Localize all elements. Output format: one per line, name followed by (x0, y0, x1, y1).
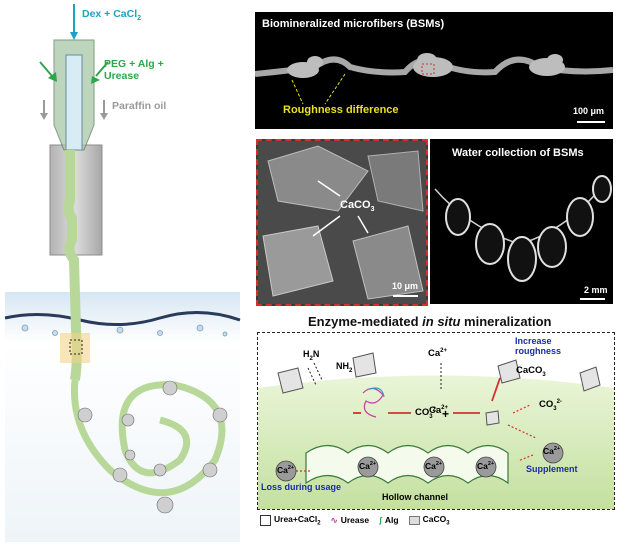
inner-capillary (65, 54, 83, 151)
ca-bead-3: Ca2+ (477, 461, 495, 471)
water-bubbles (21, 324, 228, 337)
zoom-box (69, 339, 83, 355)
inlet-middle-label: PEG + Alg +Urease (104, 58, 164, 82)
ca-top-label: Ca2+ (428, 348, 447, 360)
schematic-drawing (258, 352, 614, 509)
ca-mid-label: Ca2+ (429, 405, 448, 417)
scale-bar-2mm: 2 mm (584, 285, 608, 295)
alg-icon: ʃ (379, 515, 382, 525)
urea-swatch-icon (260, 514, 271, 526)
caco3-swatch-icon (408, 515, 420, 525)
inlet-arrows (39, 4, 109, 120)
legend-urease-label: Urease (340, 515, 370, 525)
panel-bsm-microfiber: Biomineralized microfibers (BSMs) Roughn… (255, 12, 613, 129)
sem-image (258, 141, 426, 304)
panel-water-collection: Water collection of BSMs 2 mm (430, 139, 613, 304)
co3-right-label: CO32- (539, 399, 562, 413)
hollow-channel-label: Hollow channel (382, 492, 449, 502)
microfiber-image (255, 53, 613, 123)
legend-caco3-label: CaCO3 (422, 513, 450, 527)
device-illustration (4, 4, 241, 542)
caco3-label: CaCO3 (516, 365, 546, 378)
urea-formula: H2N (303, 349, 320, 362)
legend-alg-label: Alg (384, 515, 399, 525)
highlight-zone (60, 333, 90, 363)
scale-bar-10um: 10 μm (392, 281, 419, 291)
legend-urea: Urea+CaCl2 (260, 513, 321, 527)
scale-bar-100um: 100 μm (573, 106, 605, 116)
legend: Urea+CaCl2 ∿ Urease ʃ Alg CaCO3 (260, 512, 450, 528)
spiral-fiber (70, 379, 226, 497)
water-collection-image (434, 175, 612, 300)
legend-urease: ∿ Urease (331, 515, 369, 526)
mineral-clusters (77, 380, 228, 514)
inlet-inner-label: Dex + CaCl2 (82, 8, 142, 23)
ca-supplement-label: Ca2+ (543, 446, 561, 456)
urea-nh2: NH2 (336, 361, 353, 374)
roughness-annotation: Roughness difference (283, 104, 399, 116)
microfiber-title: Biomineralized microfibers (BSMs) (262, 18, 445, 30)
schematic-title: Enzyme-mediated in situ mineralization (308, 314, 552, 329)
urease-icon: ∿ (330, 514, 338, 525)
legend-urea-label: Urea+CaCl2 (274, 513, 321, 527)
inlet-outer-label: Paraffin oil (112, 100, 167, 112)
legend-alg: ʃ Alg (379, 515, 399, 525)
legend-caco3: CaCO3 (408, 513, 450, 527)
panel-sem-caco3: CaCO3 10 μm (256, 139, 428, 306)
water-surface (4, 311, 241, 326)
ca-bead-2: Ca2+ (425, 461, 443, 471)
supplement-label: Supplement (526, 464, 578, 474)
plus-sign: + (442, 407, 450, 421)
water-collection-title: Water collection of BSMs (452, 147, 584, 159)
loss-label: Loss during usage (261, 482, 342, 492)
co3-label: CO32- (415, 407, 438, 421)
ca-bead-1: Ca2+ (359, 461, 377, 471)
sem-caco3-label: CaCO3 (340, 199, 375, 214)
ca-loss-label: Ca2+ (277, 465, 295, 475)
